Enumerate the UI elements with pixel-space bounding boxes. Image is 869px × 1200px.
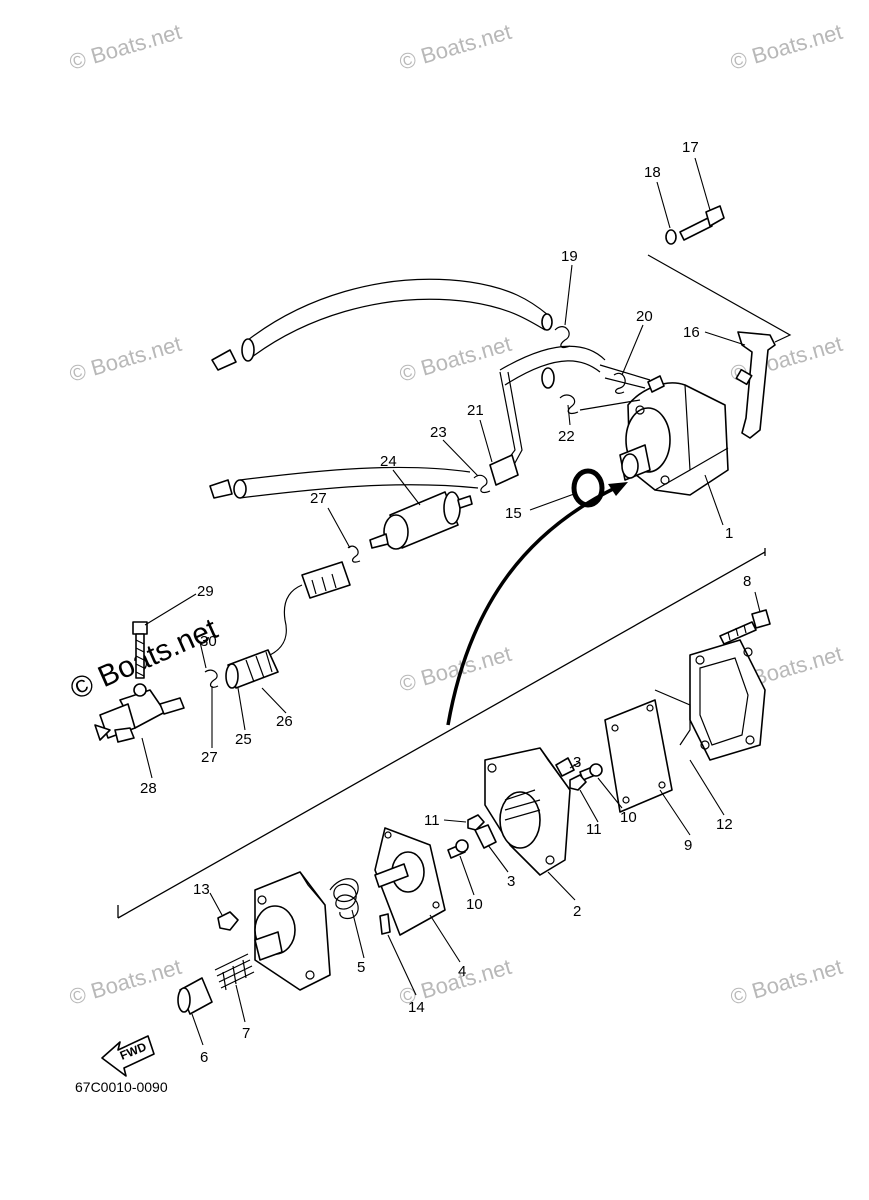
- callout-27a: 27: [310, 490, 327, 507]
- fuel-pump-assembly-1: [619, 375, 729, 496]
- pump-body-2: [484, 747, 571, 876]
- callout-10b: 10: [466, 896, 483, 913]
- hose-clip-19: [554, 326, 571, 349]
- diaphragm-assembly-4: [374, 827, 446, 936]
- callout-19: 19: [561, 248, 578, 265]
- middle-fuel-hose: [209, 466, 479, 499]
- callout-21: 21: [467, 402, 484, 419]
- fwd-direction-arrow: FWD: [101, 1035, 155, 1077]
- fuel-filter-24: [369, 491, 473, 550]
- callout-15: 15: [505, 505, 522, 522]
- callout-29: 29: [197, 583, 214, 600]
- watermark: © Boats.net: [66, 954, 184, 1010]
- callout-17: 17: [682, 139, 699, 156]
- callout-7: 7: [242, 1025, 250, 1042]
- callout-26: 26: [276, 713, 293, 730]
- screw-10b: [447, 839, 469, 859]
- callout-27b: 27: [201, 749, 218, 766]
- diaphragm-9: [604, 699, 673, 813]
- callout-11b: 11: [424, 812, 440, 829]
- callout-8: 8: [743, 573, 751, 590]
- screw-10a: [579, 763, 603, 781]
- diagram-code: 67C0010-0090: [75, 1079, 168, 1095]
- bracket-16: [647, 254, 792, 439]
- hose-clip-27: [347, 545, 361, 563]
- pin-14: [379, 913, 391, 935]
- callout-3a: 3: [573, 754, 581, 771]
- bolt-8: [719, 609, 771, 645]
- nut-13: [217, 911, 239, 931]
- callout-12: 12: [716, 816, 733, 833]
- callout-30: 30: [200, 633, 217, 650]
- hose-clip-20: [613, 372, 626, 394]
- callout-22: 22: [558, 428, 575, 445]
- callout-14: 14: [408, 999, 425, 1016]
- callout-20: 20: [636, 308, 653, 325]
- joint-hoses: [489, 345, 651, 486]
- screw-29: [132, 621, 148, 679]
- hose-clip-27b: [204, 669, 219, 688]
- lower-hose-25-26: [225, 561, 351, 689]
- watermark: © Boats.net: [66, 19, 184, 75]
- callout-10a: 10: [620, 809, 637, 826]
- pump-cover-12: [654, 639, 766, 761]
- callout-24: 24: [380, 453, 397, 470]
- valve-3b: [474, 824, 497, 849]
- nut-11a: [467, 814, 485, 831]
- valve-3a: [555, 757, 575, 777]
- callout-4: 4: [458, 963, 466, 980]
- hose-clip-22: [559, 394, 579, 415]
- callout-5: 5: [357, 959, 365, 976]
- watermark: © Boats.net: [727, 19, 845, 75]
- spring-5: [329, 878, 359, 920]
- callout-numbers: 1 2 3 3 4 5 6 7 8 9 10 10 11 11 12 13 14…: [140, 139, 751, 1066]
- callout-1: 1: [725, 525, 733, 542]
- watermark: © Boats.net: [396, 331, 514, 387]
- callout-11a: 11: [586, 821, 602, 838]
- callout-28: 28: [140, 780, 157, 797]
- assembly-arrow-head: [608, 482, 628, 496]
- callout-25: 25: [235, 731, 252, 748]
- nut-11b: [569, 774, 587, 791]
- spring-7: [214, 953, 255, 991]
- callout-23: 23: [430, 424, 447, 441]
- callout-3b: 3: [507, 873, 515, 890]
- callout-13: 13: [193, 881, 210, 898]
- bolt-17: [679, 205, 725, 241]
- o-ring-15: [571, 468, 605, 508]
- section-divider-line: [117, 548, 766, 919]
- watermark: © Boats.net: [66, 331, 184, 387]
- upper-fuel-hose: [211, 278, 553, 371]
- fuel-joint-28: [94, 683, 185, 743]
- callout-2: 2: [573, 903, 581, 920]
- watermark: © Boats.net: [727, 954, 845, 1010]
- callout-9: 9: [684, 837, 692, 854]
- callout-6: 6: [200, 1049, 208, 1066]
- watermark: © Boats.net: [396, 19, 514, 75]
- leader-lines: [141, 157, 761, 1046]
- lower-housing: [254, 871, 331, 991]
- assembly-arrow: [446, 486, 616, 726]
- plunger-6: [177, 977, 213, 1015]
- hose-clip-23: [473, 474, 491, 494]
- callout-16: 16: [683, 324, 700, 341]
- callout-18: 18: [644, 164, 661, 181]
- washer-18: [665, 229, 677, 245]
